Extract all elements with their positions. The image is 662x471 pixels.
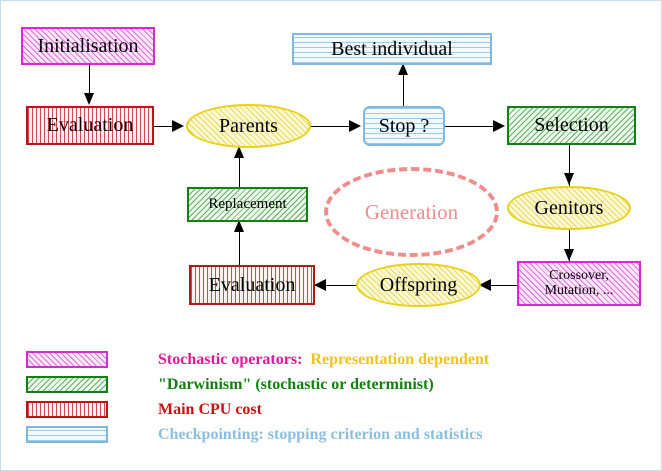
- node-generation-annotation: Generation: [324, 167, 499, 257]
- legend-row: Stochastic operators: Representation dep…: [26, 347, 626, 372]
- arrowhead-stop-to-best-individual: [398, 63, 408, 75]
- legend-label-main-cpu-cost: Main CPU cost: [126, 383, 262, 437]
- node-parents-label: Parents: [219, 114, 278, 137]
- connector-replacement-to-parents: [239, 148, 240, 188]
- arrowhead-initialisation-to-evaluation: [84, 93, 94, 105]
- connector-evaluation-to-replacement: [239, 222, 240, 266]
- connector-evaluation-to-parents: [154, 126, 175, 127]
- node-selection[interactable]: Selection: [507, 106, 636, 145]
- legend-swatch-darwinism: [26, 376, 108, 393]
- arrowhead-replacement-to-parents: [234, 146, 244, 158]
- node-evaluation-top-label: Evaluation: [46, 114, 134, 136]
- legend-text-primary: Main CPU cost: [158, 400, 262, 418]
- arrowhead-evaluation-to-replacement: [234, 220, 244, 232]
- node-offspring[interactable]: Offspring: [356, 263, 481, 307]
- legend-row: Main CPU cost: [26, 397, 626, 422]
- node-crossover-label-line1: Crossover,: [549, 267, 609, 283]
- arrowhead-stop-to-selection: [493, 120, 505, 132]
- node-crossover-label-line2: Mutation, ...: [544, 282, 614, 298]
- connector-offspring-to-evaluation: [315, 285, 358, 286]
- arrowhead-genitors-to-crossover: [564, 249, 574, 261]
- node-evaluation-bottom[interactable]: Evaluation: [189, 265, 315, 305]
- legend-swatch-main-cpu-cost: [26, 401, 108, 418]
- arrowhead-selection-to-genitors: [564, 173, 574, 185]
- node-offspring-label: Offspring: [379, 273, 458, 296]
- node-evaluation-top[interactable]: Evaluation: [26, 106, 154, 145]
- legend-text-primary: "Darwinism" (stochastic or determinist): [158, 375, 434, 393]
- node-genitors[interactable]: Genitors: [507, 186, 631, 230]
- node-genitors-label: Genitors: [534, 196, 604, 219]
- connector-initialisation-to-evaluation: [89, 65, 90, 95]
- legend-text-primary: Stochastic operators:: [158, 350, 303, 368]
- connector-stop-to-selection: [445, 126, 497, 127]
- connector-crossover-to-offspring: [481, 285, 519, 286]
- node-stop[interactable]: Stop ?: [363, 106, 445, 146]
- legend-row: "Darwinism" (stochastic or determinist): [26, 372, 626, 397]
- arrowhead-crossover-to-offspring: [479, 279, 491, 291]
- legend-text-secondary: Representation dependent: [302, 350, 490, 368]
- node-parents[interactable]: Parents: [186, 104, 311, 148]
- node-replacement[interactable]: Replacement: [187, 187, 308, 222]
- legend-row: Checkpointing: stopping criterion and st…: [26, 422, 626, 447]
- connector-parents-to-stop: [311, 126, 353, 127]
- node-evaluation-bottom-label: Evaluation: [208, 273, 296, 296]
- node-generation-label: Generation: [364, 199, 459, 224]
- node-stop-label: Stop ?: [378, 114, 430, 137]
- node-selection-label: Selection: [534, 114, 609, 136]
- node-replacement-label: Replacement: [208, 195, 287, 212]
- arrowhead-parents-to-stop: [349, 120, 361, 132]
- arrowhead-evaluation-to-parents: [172, 120, 184, 132]
- connector-stop-to-best-individual: [403, 65, 404, 107]
- legend-label-darwinism: "Darwinism" (stochastic or determinist): [126, 358, 434, 412]
- legend: Stochastic operators: Representation dep…: [26, 347, 626, 447]
- connector-genitors-to-crossover: [569, 229, 570, 263]
- connector-selection-to-genitors: [569, 145, 570, 186]
- node-crossover-mutation[interactable]: Crossover, Mutation, ...: [517, 261, 641, 306]
- legend-label-stochastic-operators: Stochastic operators: Representation dep…: [126, 333, 489, 387]
- legend-text-primary: Checkpointing: stopping criterion and st…: [158, 425, 483, 443]
- node-initialisation[interactable]: Initialisation: [21, 27, 155, 65]
- legend-swatch-stochastic-operators: [26, 351, 108, 368]
- legend-label-checkpointing: Checkpointing: stopping criterion and st…: [126, 408, 482, 462]
- node-best-individual[interactable]: Best individual: [292, 33, 492, 65]
- node-initialisation-label: Initialisation: [37, 34, 139, 57]
- arrowhead-offspring-to-evaluation: [314, 279, 326, 291]
- node-best-individual-label: Best individual: [331, 37, 453, 60]
- legend-swatch-checkpointing: [26, 426, 108, 443]
